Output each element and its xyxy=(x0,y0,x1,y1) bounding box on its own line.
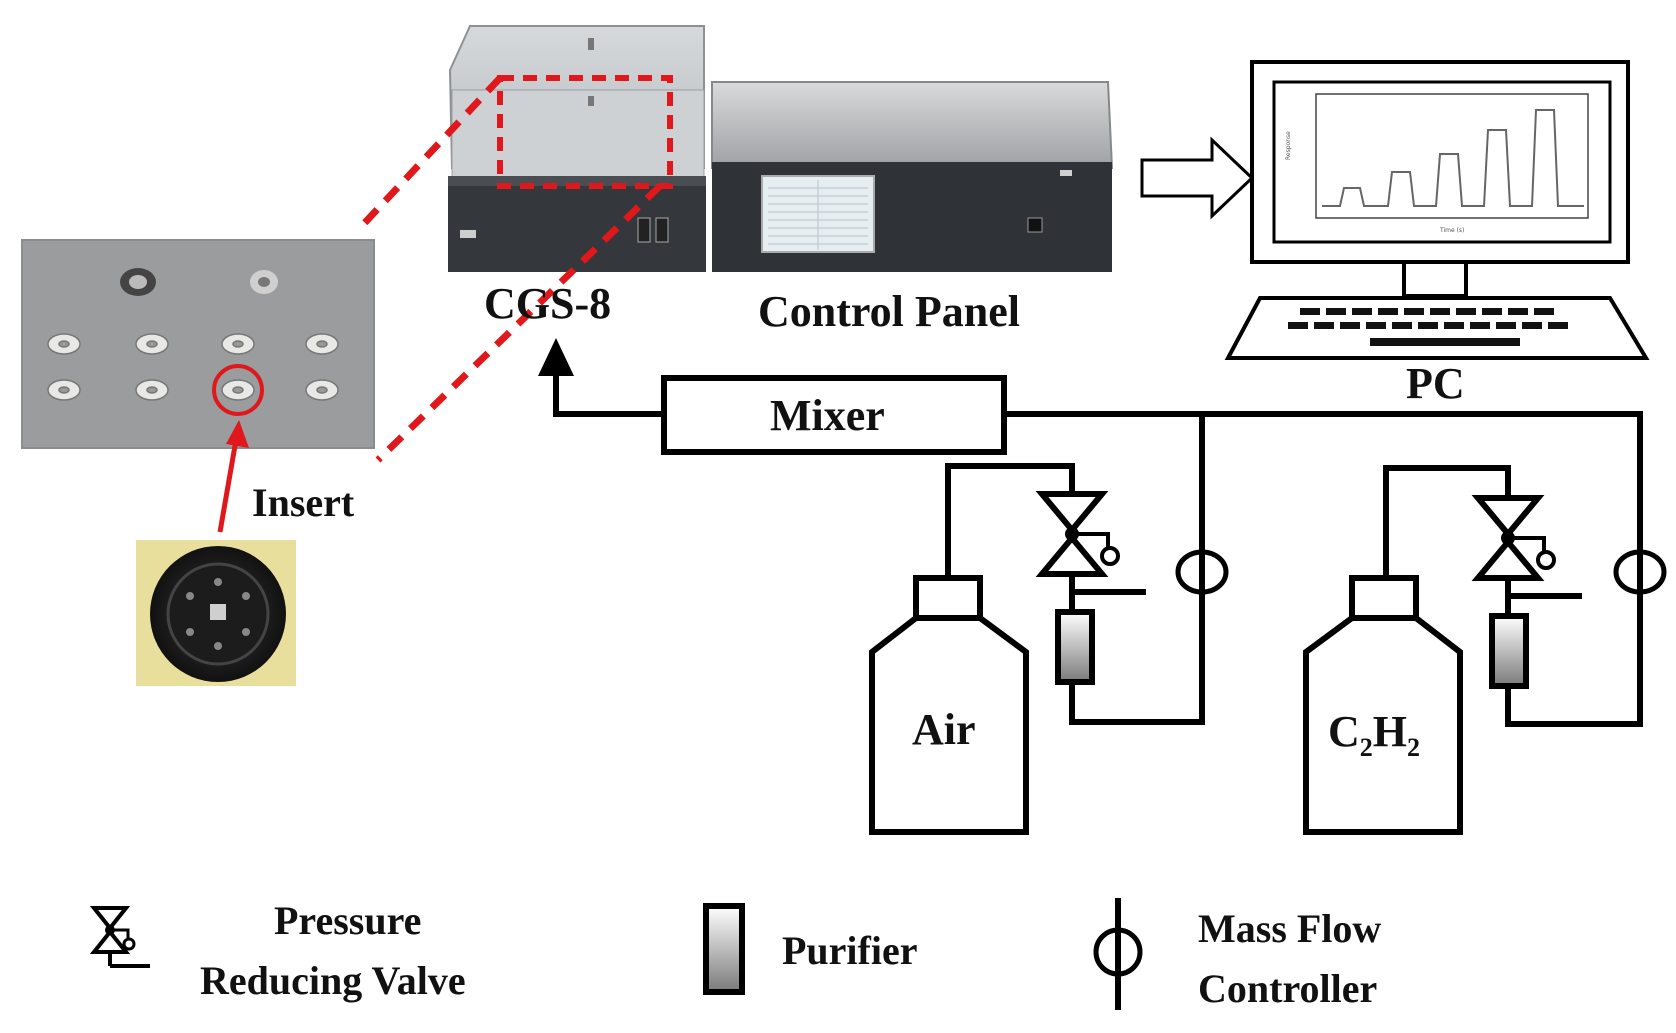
control-panel-label: Control Panel xyxy=(758,287,1020,336)
sensor-photo xyxy=(136,540,296,686)
legend-valve-icon xyxy=(89,906,150,968)
insert-label: Insert xyxy=(252,480,355,525)
mass-flow-controller-icon xyxy=(1613,549,1667,595)
c2h2-label-sub2: 2 xyxy=(1407,733,1420,762)
legend-mfc-icon xyxy=(1093,898,1143,1010)
c2h2-label-sub1: 2 xyxy=(1360,733,1373,762)
pc-label: PC xyxy=(1406,359,1465,408)
cgs8-device xyxy=(448,25,706,272)
legend-purifier-icon xyxy=(703,903,745,995)
legend: Pressure Reducing Valve Purifier Mass Fl… xyxy=(89,898,1381,1011)
air-cylinder xyxy=(869,575,1029,835)
mixer-box xyxy=(661,375,1007,455)
legend-mfc-label-2: Controller xyxy=(1198,966,1377,1011)
svg-text:Response: Response xyxy=(1285,131,1292,160)
air-label: Air xyxy=(912,705,976,754)
mass-flow-controller-icon xyxy=(1175,549,1229,595)
connector-icon xyxy=(120,268,156,296)
mixer-label: Mixer xyxy=(770,391,885,440)
purifier-icon xyxy=(1489,613,1529,689)
gas-piping xyxy=(538,338,1643,727)
block-arrow-icon xyxy=(1140,136,1255,220)
legend-valve-label-2: Reducing Valve xyxy=(200,958,466,1003)
pc-computer: Response Time (s) xyxy=(1224,60,1650,360)
pc-screen-plot: Response Time (s) xyxy=(1285,93,1589,234)
legend-purifier-label: Purifier xyxy=(782,928,918,973)
legend-mfc-label-1: Mass Flow xyxy=(1198,906,1381,951)
legend-valve-label-1: Pressure xyxy=(274,898,421,943)
insert-arrow xyxy=(217,420,249,533)
cgs8-label: CGS-8 xyxy=(484,279,611,328)
connector-icon xyxy=(250,270,278,294)
svg-text:Time (s): Time (s) xyxy=(1439,227,1464,234)
flow-arrow-icon xyxy=(538,338,574,376)
c2h2-label-c: C xyxy=(1328,707,1360,756)
sensor-socket-grid xyxy=(47,333,339,401)
control-panel-device xyxy=(711,81,1114,272)
c2h2-cylinder xyxy=(1303,575,1463,835)
c2h2-label-h: H xyxy=(1373,707,1407,756)
pressure-reducing-valve-icon xyxy=(1471,495,1582,616)
c2h2-label: C2H2 xyxy=(1328,707,1420,762)
chamber-zoom-indicator xyxy=(355,75,673,463)
insert-board-photo xyxy=(21,239,375,449)
pressure-reducing-valve-icon xyxy=(1035,491,1146,612)
selected-socket-highlight xyxy=(212,364,264,416)
purifier-icon xyxy=(1055,609,1095,685)
